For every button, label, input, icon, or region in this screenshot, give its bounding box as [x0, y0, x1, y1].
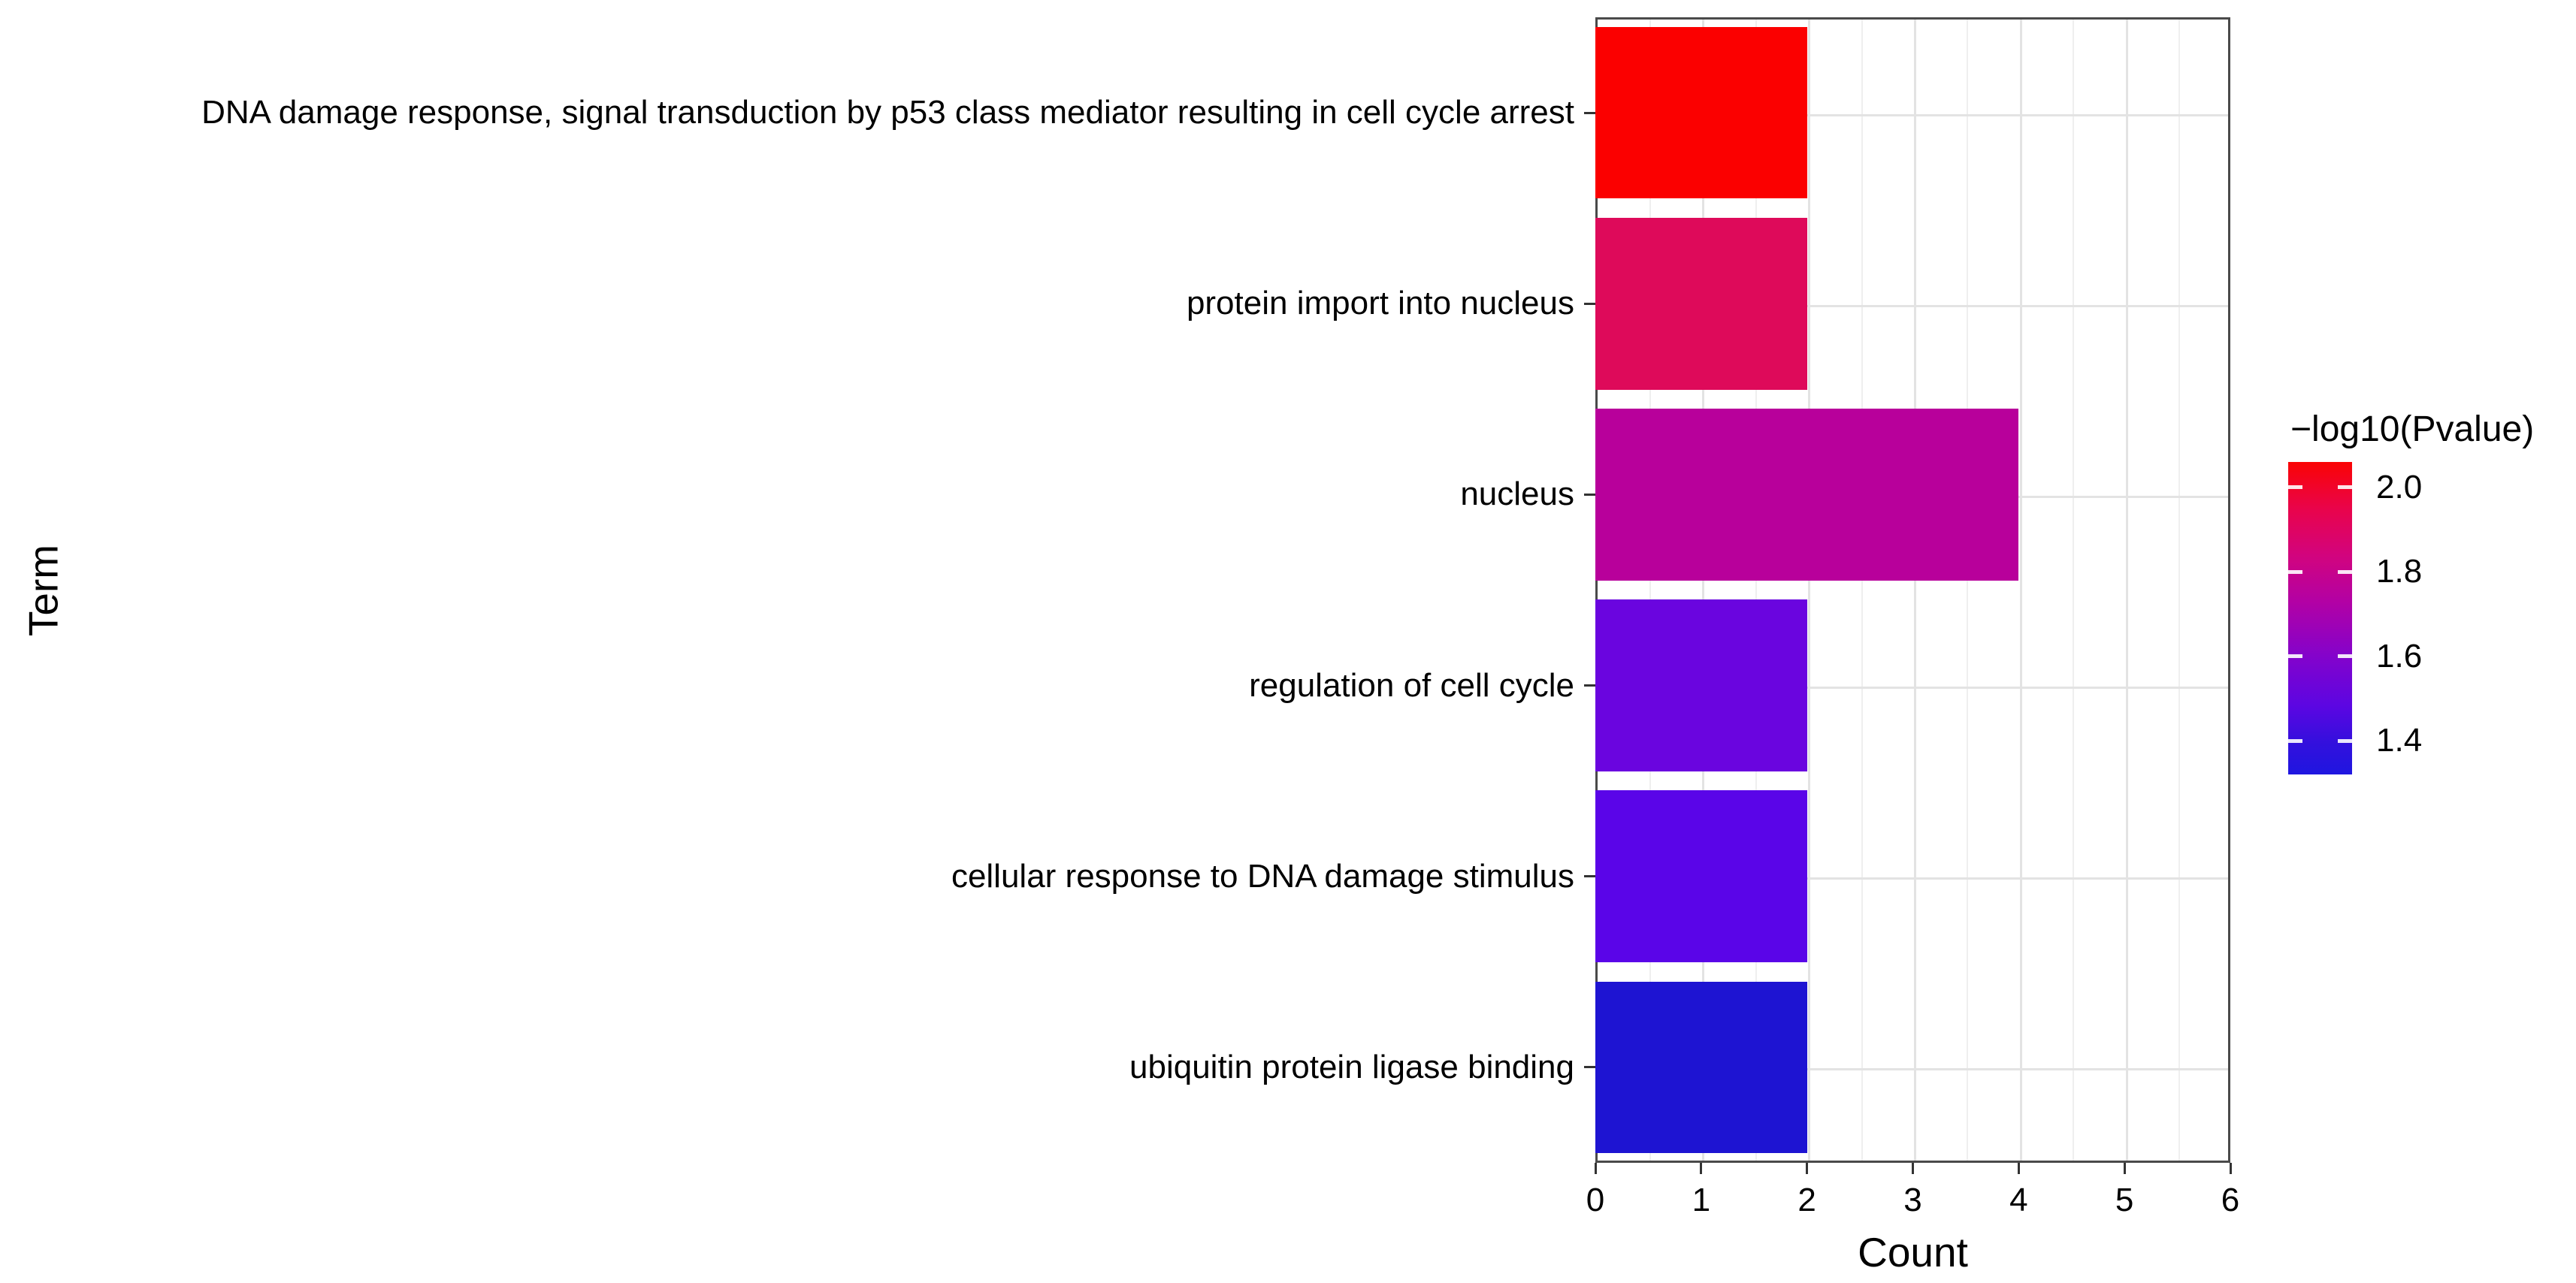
gridline-minor-vertical	[2178, 20, 2181, 1161]
x-tick-mark	[1912, 1163, 1914, 1174]
bar	[1595, 217, 1807, 390]
legend-tick-label: 1.8	[2376, 553, 2423, 590]
gridline-major-horizontal	[1598, 113, 2228, 116]
legend-title: −log10(Pvalue)	[2290, 409, 2535, 449]
x-tick-mark	[2017, 1163, 2020, 1174]
gridline-major-horizontal	[1598, 1068, 2228, 1071]
legend-tick-label: 1.4	[2376, 722, 2423, 759]
y-tick-mark	[1584, 1066, 1595, 1069]
gridline-major-vertical	[1808, 20, 1811, 1161]
gridline-minor-vertical	[2073, 20, 2075, 1161]
y-axis-label: ubiquitin protein ligase binding	[1129, 1048, 1574, 1085]
legend-tick-label: 2.0	[2376, 468, 2423, 506]
y-axis-label: DNA damage response, signal transduction…	[201, 93, 1574, 131]
y-tick-mark	[1584, 111, 1595, 114]
gridline-major-vertical	[1914, 20, 1916, 1161]
y-tick-mark	[1584, 302, 1595, 305]
y-tick-mark	[1584, 875, 1595, 878]
x-tick-mark	[1700, 1163, 1703, 1174]
legend-tick-mark	[2288, 738, 2302, 743]
gridline-major-horizontal	[1598, 687, 2228, 690]
legend-tick-label: 1.6	[2376, 637, 2423, 675]
bar	[1595, 790, 1807, 963]
gridline-minor-vertical	[1649, 20, 1651, 1161]
y-tick-mark	[1584, 493, 1595, 496]
y-axis-label: protein import into nucleus	[1186, 285, 1574, 322]
y-tick-mark	[1584, 684, 1595, 687]
y-axis-label: regulation of cell cycle	[1249, 666, 1574, 704]
y-axis-label: cellular response to DNA damage stimulus	[951, 857, 1574, 895]
bar	[1595, 26, 1807, 199]
legend-tick-mark	[2338, 738, 2352, 743]
x-axis-tick-label: 1	[1692, 1182, 1711, 1218]
x-axis-title: Count	[1858, 1229, 1968, 1275]
legend-colorbar	[2288, 462, 2352, 774]
x-tick-mark	[2123, 1163, 2126, 1174]
x-axis-tick-label: 6	[2221, 1182, 2240, 1218]
x-tick-mark	[2229, 1163, 2232, 1174]
gridline-major-horizontal	[1598, 877, 2228, 880]
gridline-minor-vertical	[1755, 20, 1757, 1161]
plot-panel	[1595, 17, 2230, 1163]
x-axis-tick-label: 2	[1797, 1182, 1816, 1218]
gridline-major-vertical	[1702, 20, 1705, 1161]
x-axis-tick-label: 4	[2009, 1182, 2028, 1218]
x-axis-tick-label: 3	[1903, 1182, 1922, 1218]
legend-tick-mark	[2288, 569, 2302, 574]
legend-tick-mark	[2338, 569, 2352, 574]
gridline-major-vertical	[2125, 20, 2128, 1161]
x-tick-mark	[1594, 1163, 1597, 1174]
legend-tick-mark	[2338, 654, 2352, 659]
legend-tick-mark	[2338, 485, 2352, 490]
bar	[1595, 981, 1807, 1154]
gridline-major-vertical	[2019, 20, 2022, 1161]
gridline-major-horizontal	[1598, 304, 2228, 307]
bar	[1595, 409, 2019, 581]
y-axis-label: nucleus	[1460, 475, 1574, 513]
x-tick-mark	[1806, 1163, 1809, 1174]
bar	[1595, 599, 1807, 771]
legend-tick-mark	[2288, 485, 2302, 490]
gridline-minor-vertical	[1967, 20, 1969, 1161]
x-axis-tick-label: 5	[2115, 1182, 2134, 1218]
y-axis-labels: DNA damage response, signal transduction…	[0, 17, 1574, 1163]
legend-tick-mark	[2288, 654, 2302, 659]
x-axis-tick-label: 0	[1586, 1182, 1605, 1218]
gridline-minor-vertical	[1861, 20, 1863, 1161]
